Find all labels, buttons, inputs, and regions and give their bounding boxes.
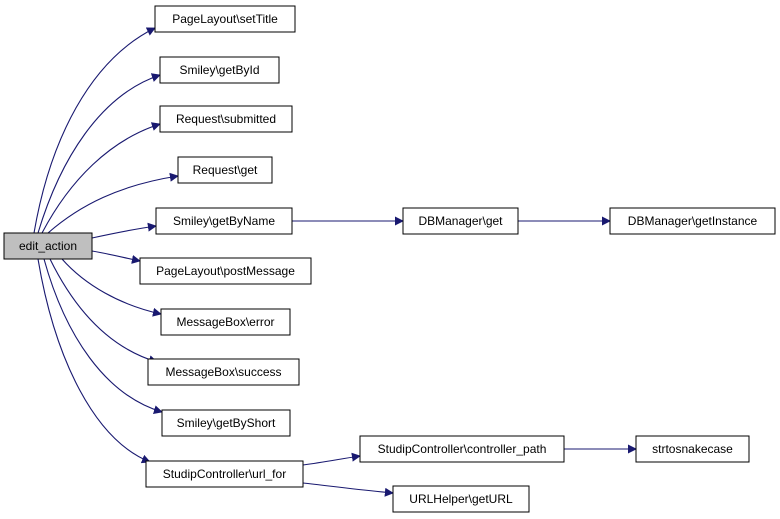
node-request-submitted[interactable]: Request\submitted bbox=[159, 105, 293, 133]
node-label-success: MessageBox\success bbox=[165, 365, 281, 379]
node-urlhelper-geturl[interactable]: URLHelper\getURL bbox=[392, 485, 530, 513]
edge-edit_action-postMessage bbox=[91, 250, 141, 264]
node-smiley-getbyname[interactable]: Smiley\getByName bbox=[155, 207, 293, 235]
node-pagelayout-postmessage[interactable]: PageLayout\postMessage bbox=[139, 257, 312, 285]
node-messagebox-error[interactable]: MessageBox\error bbox=[160, 308, 291, 336]
edge-edit_action-requestGet bbox=[47, 172, 179, 234]
node-label-request-get: Request\get bbox=[193, 163, 258, 177]
node-studipcontroller-controller_path[interactable]: StudipController\controller_path bbox=[359, 435, 565, 463]
node-label-settitle: PageLayout\setTitle bbox=[172, 12, 278, 26]
node-label-error: MessageBox\error bbox=[176, 315, 274, 329]
node-messagebox-success[interactable]: MessageBox\success bbox=[147, 358, 300, 386]
edge-edit_action-getByShort bbox=[43, 258, 163, 414]
edge-edit_action-setTitle bbox=[33, 27, 156, 234]
node-smiley-getbyshort[interactable]: Smiley\getByShort bbox=[161, 409, 291, 437]
node-label-controller_path: StudipController\controller_path bbox=[378, 442, 547, 456]
node-label-getbyshort: Smiley\getByShort bbox=[177, 416, 276, 430]
edge-urlFor-controllerPath bbox=[302, 452, 361, 466]
node-label-url_for: StudipController\url_for bbox=[163, 467, 286, 481]
node-dbmanager-getinstance[interactable]: DBManager\getInstance bbox=[609, 207, 776, 235]
node-label-getinstance: DBManager\getInstance bbox=[628, 214, 758, 228]
node-strtosnakecase[interactable]: strtosnakecase bbox=[635, 435, 750, 463]
node-label-geturl: URLHelper\getURL bbox=[409, 492, 513, 506]
node-dbmanager-get[interactable]: DBManager\get bbox=[402, 207, 519, 235]
node-edit_action[interactable]: edit_action bbox=[3, 232, 93, 260]
edge-edit_action-error bbox=[61, 258, 162, 317]
node-label-submitted: Request\submitted bbox=[176, 112, 276, 126]
node-pagelayout-settitle[interactable]: PageLayout\setTitle bbox=[154, 5, 296, 33]
node-label-getbyname: Smiley\getByName bbox=[173, 214, 275, 228]
node-smiley-getbyid[interactable]: Smiley\getById bbox=[159, 56, 280, 84]
node-label-getbyid: Smiley\getById bbox=[179, 63, 259, 77]
edge-edit_action-submitted bbox=[41, 122, 161, 234]
node-label-strtosnakecase: strtosnakecase bbox=[652, 442, 733, 456]
edge-edit_action-urlFor bbox=[37, 258, 151, 464]
node-studipcontroller-url_for[interactable]: StudipController\url_for bbox=[145, 460, 304, 488]
node-request-get[interactable]: Request\get bbox=[177, 156, 273, 184]
edge-edit_action-success bbox=[49, 258, 158, 364]
edge-urlFor-getURL bbox=[302, 482, 394, 497]
node-label-dbmanager-get: DBManager\get bbox=[418, 214, 503, 228]
edge-edit_action-getById bbox=[37, 73, 161, 234]
node-label-postmessage: PageLayout\postMessage bbox=[156, 264, 295, 278]
node-label-edit_action: edit_action bbox=[19, 239, 77, 253]
edge-edit_action-getByName bbox=[91, 222, 157, 239]
